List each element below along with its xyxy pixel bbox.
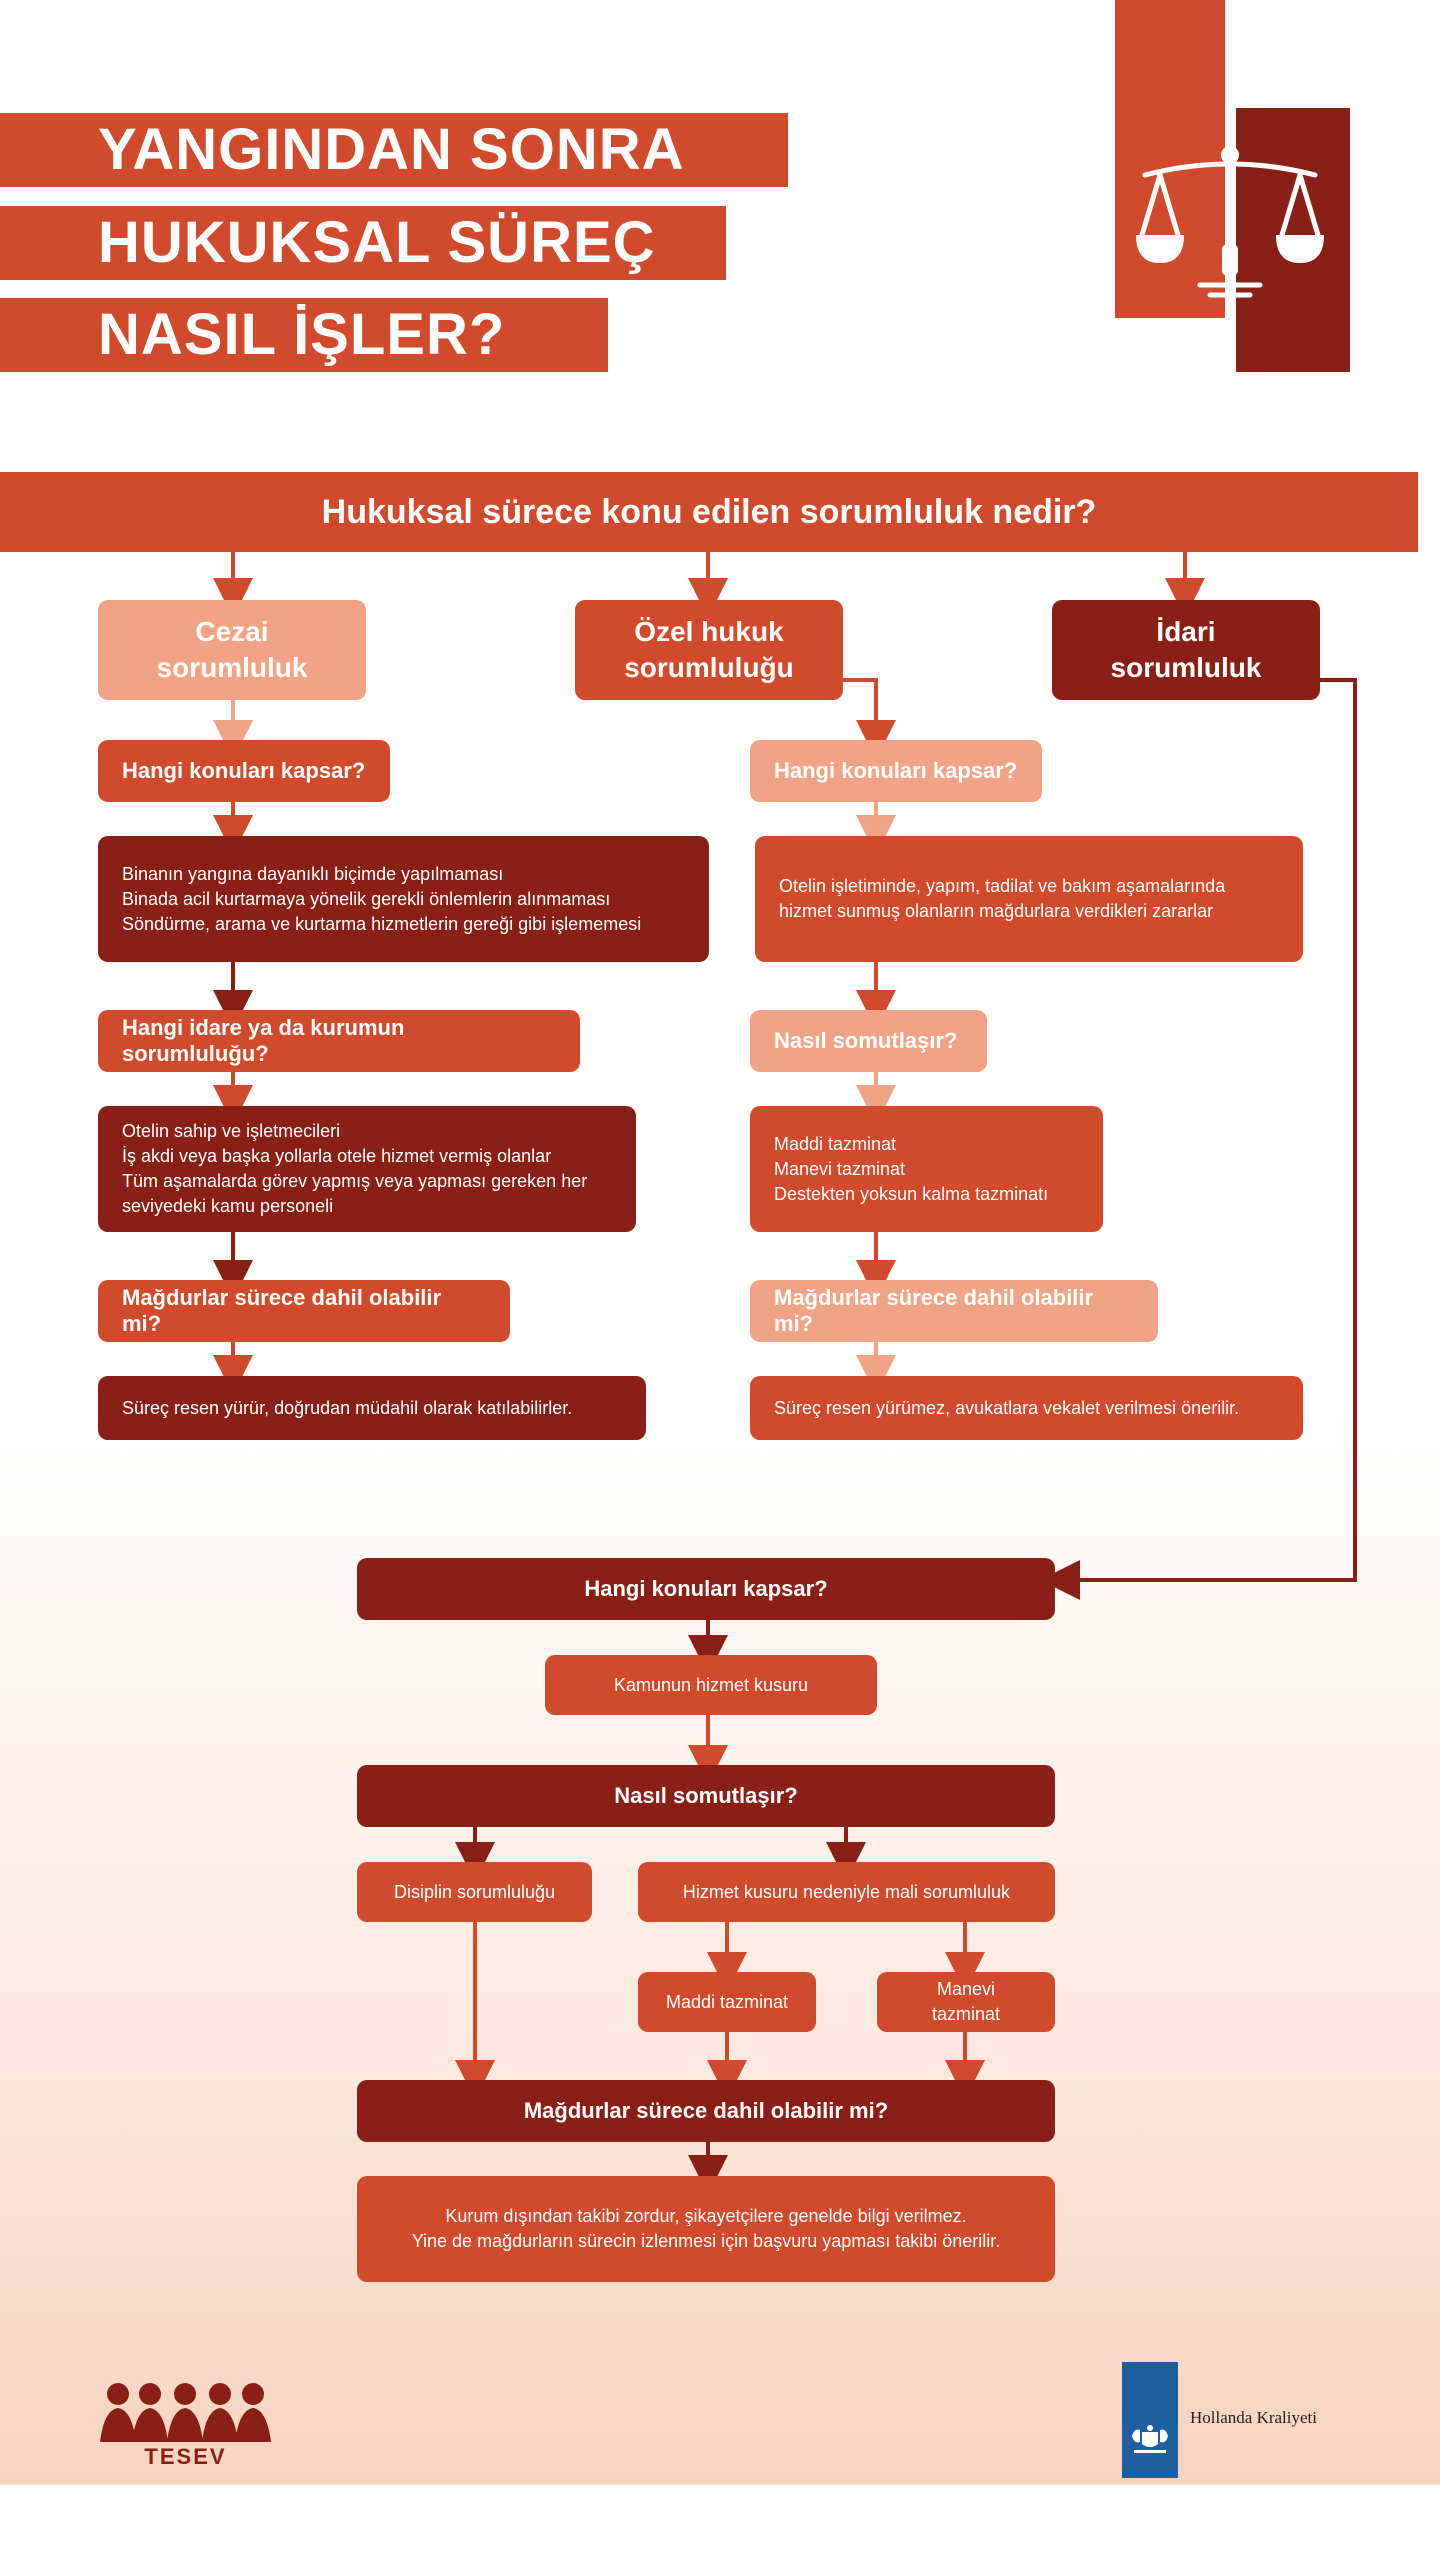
header-graphic (1115, 0, 1350, 372)
cezai-question-1: Hangi konuları kapsar? (98, 740, 390, 802)
netherlands-logo: Hollanda Kraliyeti (1122, 2362, 1352, 2478)
cezai-question-3: Mağdurlar sürece dahil olabilir mi? (98, 1280, 510, 1342)
ozel-question-3: Mağdurlar sürece dahil olabilir mi? (750, 1280, 1158, 1342)
idari-question-1: Hangi konuları kapsar? (357, 1558, 1055, 1620)
cezai-answer-1: Binanın yangına dayanıklı biçimde yapılm… (98, 836, 709, 962)
ozel-question-2: Nasıl somutlaşır? (750, 1010, 987, 1072)
idari-question-3: Mağdurlar sürece dahil olabilir mi? (357, 2080, 1055, 2142)
idari-question-2: Nasıl somutlaşır? (357, 1765, 1055, 1827)
cezai-answer-2: Otelin sahip ve işletmecileri İş akdi ve… (98, 1106, 636, 1232)
netherlands-emblem-block (1122, 2362, 1178, 2478)
cezai-sorumluluk-title: Cezai sorumluluk (98, 600, 366, 700)
header-block-red (1115, 0, 1225, 318)
ozel-answer-2: Maddi tazminat Manevi tazminat Destekten… (750, 1106, 1103, 1232)
main-question-banner: Hukuksal sürece konu edilen sorumluluk n… (0, 472, 1418, 552)
idari-answer-1: Kamunun hizmet kusuru (545, 1655, 877, 1715)
tesev-logo: TESEV (98, 2380, 273, 2475)
tesev-label: TESEV (144, 2444, 227, 2469)
tesev-people-icon (100, 2383, 271, 2442)
cezai-answer-3: Süreç resen yürür, doğrudan müdahil olar… (98, 1376, 646, 1440)
idari-sorumluluk-title: İdari sorumluluk (1052, 600, 1320, 700)
title-line-1: YANGINDAN SONRA (0, 113, 788, 187)
ozel-question-1: Hangi konuları kapsar? (750, 740, 1042, 802)
idari-maddi-tazminat: Maddi tazminat (638, 1972, 816, 2032)
disiplin-sorumlulugu: Disiplin sorumluluğu (357, 1862, 592, 1922)
scales-of-justice-icon (1136, 146, 1324, 298)
ozel-hukuk-title: Özel hukuk sorumluluğu (575, 600, 843, 700)
royal-coat-of-arms-icon (1132, 2425, 1168, 2453)
netherlands-label: Hollanda Kraliyeti (1190, 2408, 1317, 2427)
hizmet-kusuru-mali-sorumluluk: Hizmet kusuru nedeniyle mali sorumluluk (638, 1862, 1055, 1922)
idari-answer-3: Kurum dışından takibi zordur, şikayetçil… (357, 2176, 1055, 2282)
idari-manevi-tazminat: Manevi tazminat (877, 1972, 1055, 2032)
ozel-answer-1: Otelin işletiminde, yapım, tadilat ve ba… (755, 836, 1303, 962)
ozel-answer-3: Süreç resen yürümez, avukatlara vekalet … (750, 1376, 1303, 1440)
title-line-2: HUKUKSAL SÜREÇ (0, 206, 726, 280)
cezai-question-2: Hangi idare ya da kurumun sorumluluğu? (98, 1010, 580, 1072)
title-line-3: NASIL İŞLER? (0, 298, 608, 372)
